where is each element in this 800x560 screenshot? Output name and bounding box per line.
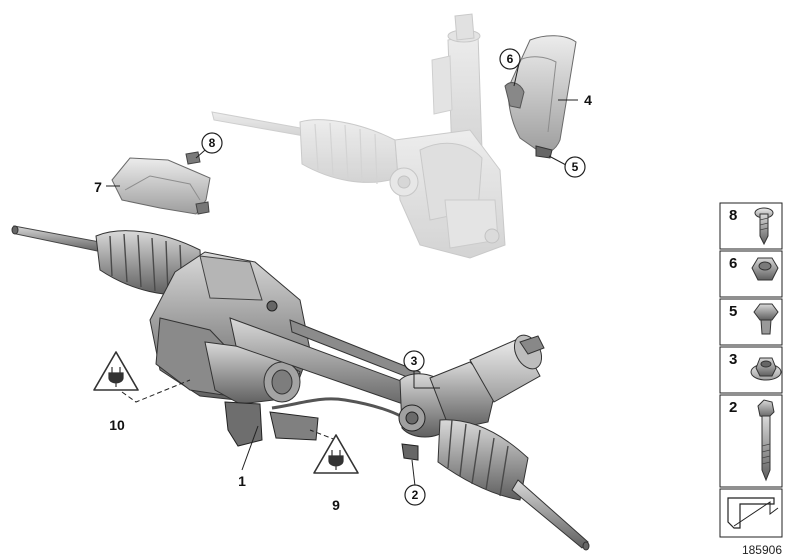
callout-3: 3 — [403, 350, 425, 372]
svg-text:3: 3 — [411, 354, 418, 368]
callout-6: 6 — [499, 48, 521, 70]
flange-nut-icon — [750, 357, 782, 381]
callout-1: 1 — [238, 473, 246, 489]
legend-number-3: 3 — [729, 351, 737, 368]
callout-2: 2 — [404, 484, 426, 506]
long-bolt-icon — [757, 399, 775, 482]
callout-7: 7 — [94, 179, 102, 195]
callout-10: 10 — [109, 417, 125, 433]
direction-arrow-icon — [727, 497, 779, 529]
hex-nut-icon — [751, 257, 779, 281]
heat-shield-upper — [504, 35, 577, 159]
legend-number-6: 6 — [729, 255, 737, 272]
diagram-id: 185906 — [742, 543, 782, 557]
svg-text:5: 5 — [572, 160, 579, 174]
main-steering-gear — [11, 225, 590, 551]
hex-bolt-icon — [753, 303, 779, 335]
callout-4: 4 — [584, 92, 592, 108]
svg-text:8: 8 — [209, 136, 216, 150]
legend-number-8: 8 — [729, 207, 737, 224]
electrical-warning-icon — [313, 434, 359, 474]
torx-screw-icon — [754, 207, 774, 246]
legend-number-2: 2 — [729, 399, 737, 416]
ghost-steering-assembly — [211, 13, 506, 259]
legend-number-5: 5 — [729, 303, 737, 320]
heat-shield-lower — [111, 151, 211, 215]
callout-5: 5 — [564, 156, 586, 178]
callout-8: 8 — [201, 132, 223, 154]
svg-text:6: 6 — [507, 52, 514, 66]
svg-text:2: 2 — [412, 488, 419, 502]
fastener-legend: 8 6 5 3 2 — [719, 202, 783, 538]
electrical-warning-icon — [93, 351, 139, 391]
callout-9: 9 — [332, 497, 340, 513]
callout-labels: 1 4 7 10 9 2 3 5 6 8 — [93, 48, 592, 513]
